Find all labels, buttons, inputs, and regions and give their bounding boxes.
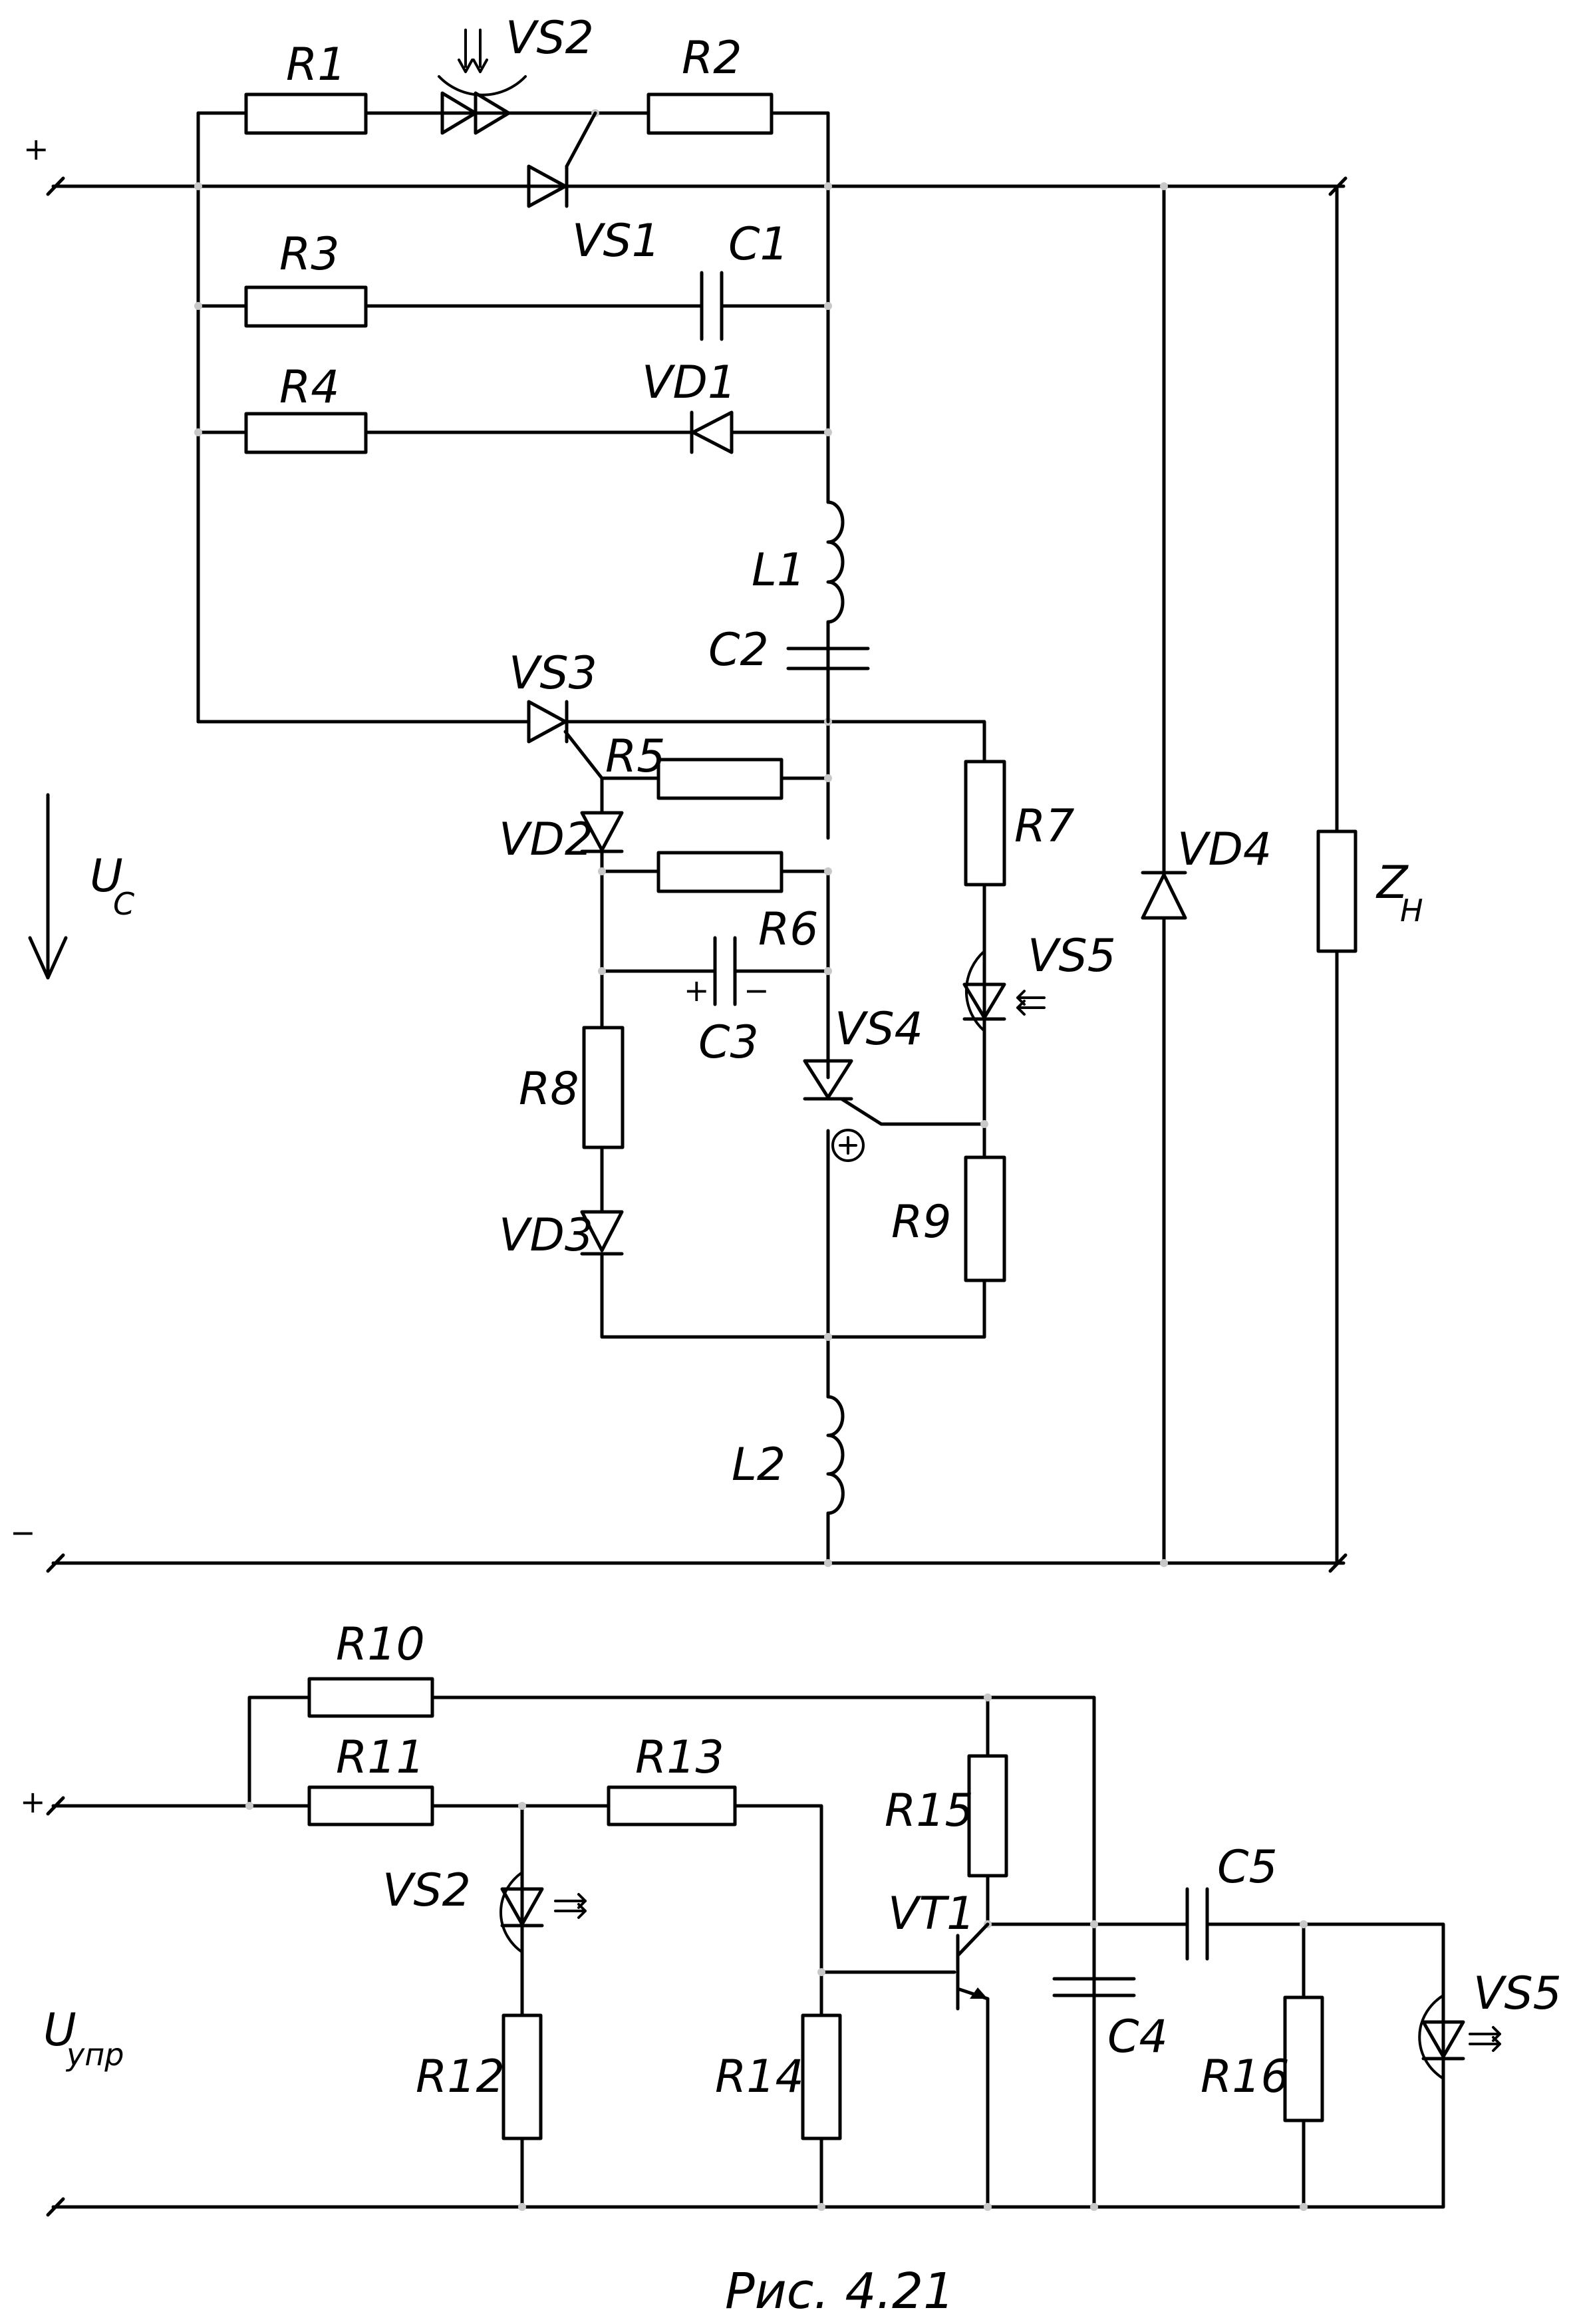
transistor-vt1 xyxy=(956,1922,990,2011)
label-r12: R12 xyxy=(416,2051,505,2103)
label-uc: U xyxy=(90,850,123,903)
resistor-r15 xyxy=(967,1754,1008,1878)
label-r14: R14 xyxy=(715,2051,804,2103)
label-c2: C2 xyxy=(708,624,769,676)
inductor-l1 xyxy=(826,500,845,667)
diode-vd4 xyxy=(1141,871,1187,920)
label-r16: R16 xyxy=(1201,2051,1290,2103)
thyristor-vs3 xyxy=(527,700,569,744)
thyristor-vs1 xyxy=(527,111,597,208)
optothyristor-vs5-bottom xyxy=(1418,1993,1501,2081)
label-r11: R11 xyxy=(336,1731,425,1784)
resistor-r6 xyxy=(656,851,784,893)
bottom-terminals xyxy=(46,1796,65,2217)
label-r9: R9 xyxy=(891,1196,952,1248)
label-r3: R3 xyxy=(279,228,340,281)
label-r15: R15 xyxy=(885,1785,974,1837)
resistor-r11 xyxy=(307,1785,434,1826)
load-zh xyxy=(1316,829,1357,953)
capacitor-c2 xyxy=(786,620,870,724)
diode-vd3 xyxy=(580,1210,624,1256)
label-uupr-sub: упр xyxy=(65,2037,124,2073)
capacitor-c1 xyxy=(700,271,724,341)
label-c5: C5 xyxy=(1217,1841,1278,1894)
resistor-r3 xyxy=(244,285,368,328)
label-vs3: VS3 xyxy=(509,647,597,700)
resistor-r10 xyxy=(307,1677,434,1718)
capacitor-c5 xyxy=(1185,1887,1209,1961)
label-r1: R1 xyxy=(286,39,347,91)
label-r6: R6 xyxy=(758,903,819,956)
label-vs5-bottom: VS5 xyxy=(1473,1967,1562,2020)
voltage-arrow-uc xyxy=(28,793,68,980)
capacitor-c4 xyxy=(1052,1977,1136,1997)
label-zh-sub: H xyxy=(1400,893,1423,929)
optothyristor-vs5-top xyxy=(962,949,1046,1033)
label-zh: Z xyxy=(1375,857,1409,909)
label-c3: C3 xyxy=(698,1016,759,1069)
label-vs2-top: VS2 xyxy=(505,12,594,65)
bottom-circuit-wires xyxy=(51,1695,1445,2209)
label-c4: C4 xyxy=(1107,2011,1168,2063)
resistor-r14 xyxy=(801,2013,842,2140)
label-vd1: VD1 xyxy=(642,357,736,409)
label-c3-plus: + xyxy=(684,972,710,1008)
label-uc-sub: C xyxy=(113,886,134,922)
inductor-l2 xyxy=(826,1395,845,1515)
optothyristor-vs2-bottom xyxy=(500,1870,587,1954)
resistor-r4 xyxy=(244,412,368,454)
optothyristor-vs2-top xyxy=(424,29,527,135)
label-r10: R10 xyxy=(336,1618,425,1671)
label-vd3: VD3 xyxy=(499,1209,593,1262)
resistor-r1 xyxy=(244,92,368,135)
resistor-r13 xyxy=(607,1785,737,1826)
label-l2: L2 xyxy=(732,1439,786,1491)
figure-caption: Рис. 4.21 xyxy=(725,2263,954,2320)
diode-vd1 xyxy=(690,410,734,454)
top-junctions xyxy=(194,109,1168,1567)
resistor-r5 xyxy=(656,758,784,800)
resistor-r12 xyxy=(501,2013,543,2140)
label-vs2-bottom: VS2 xyxy=(382,1864,471,1917)
top-terminals xyxy=(46,176,1348,1573)
capacitor-c3 xyxy=(713,936,737,1006)
label-r2: R2 xyxy=(682,32,742,84)
label-r4: R4 xyxy=(279,361,340,414)
label-vd4: VD4 xyxy=(1177,823,1272,876)
label-r8: R8 xyxy=(519,1063,579,1115)
label-vs1: VS1 xyxy=(572,215,660,267)
top-circuit-wires xyxy=(51,111,1346,1565)
resistor-r9 xyxy=(964,1155,1006,1282)
resistor-r16 xyxy=(1283,1995,1324,2122)
label-uupr: U xyxy=(43,2004,76,2057)
resistor-r8 xyxy=(582,1026,625,1149)
resistor-r7 xyxy=(964,760,1006,887)
label-r7: R7 xyxy=(1014,800,1075,853)
label-plus-top: + xyxy=(23,131,49,167)
label-vs4: VS4 xyxy=(835,1003,923,1056)
label-c1: C1 xyxy=(728,218,789,271)
diode-vd2 xyxy=(580,811,624,853)
label-vs5-top: VS5 xyxy=(1028,930,1116,982)
label-minus-top: − xyxy=(10,1515,36,1550)
label-r13: R13 xyxy=(635,1731,724,1784)
thyristor-vs4 xyxy=(803,1059,865,1162)
label-plus-bottom: + xyxy=(20,1784,46,1820)
component-labels: R1 VS2 R2 VS1 R3 C1 R4 VD1 L1 C2 VS3 R5 … xyxy=(10,12,1562,2320)
label-l1: L1 xyxy=(752,544,805,597)
label-vt1: VT1 xyxy=(888,1888,975,1940)
label-vd2: VD2 xyxy=(499,813,593,866)
label-c3-minus: − xyxy=(744,972,770,1008)
label-r5: R5 xyxy=(605,730,666,783)
resistor-r2 xyxy=(646,92,774,135)
